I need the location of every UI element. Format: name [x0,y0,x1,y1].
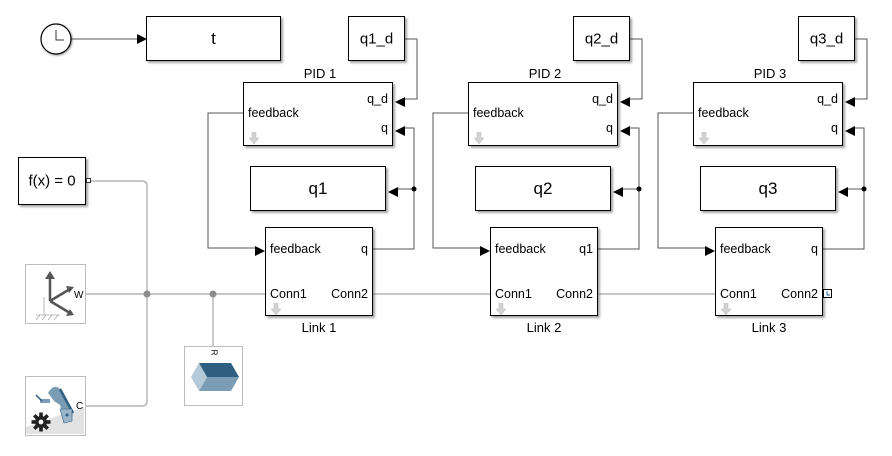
branch-point [411,186,417,192]
link-feedback-port: feedback [270,242,321,256]
mechanism-configuration-block[interactable]: C [25,376,86,436]
link-conn2-port: Conn2 [331,287,368,301]
link-conn1-port: Conn1 [720,287,757,301]
setpoint-label: q2_d [584,30,619,47]
link-title-1: Link 1 [301,320,337,335]
arrow-icon [620,123,630,141]
pid-q-port: q [606,121,613,135]
link-title-3: Link 3 [751,320,787,335]
arrow-icon [480,243,490,261]
mechconfig-port-label: C [76,401,84,412]
link-title-2: Link 2 [526,320,562,335]
world-frame-block[interactable]: W [25,264,86,324]
arrow-icon [838,184,848,202]
pid-block-3[interactable]: feedback q_d q [693,82,843,146]
link-conn2-port: Conn2 [781,287,818,301]
arrow-icon [395,123,405,141]
link-q-port: q [811,242,818,256]
world-frame-icon [35,271,74,321]
pid-q-port: q [381,121,388,135]
arrow-icon [255,243,265,261]
arrow-icon [620,94,630,112]
pid-feedback-port: feedback [473,106,524,120]
pid-title-2: PID 2 [528,66,562,81]
pid-qd-port: q_d [817,92,838,106]
solver-label: f(x) = 0 [28,172,76,190]
arrow-icon [705,243,715,261]
pid-feedback-port: feedback [248,106,299,120]
pid-q-port: q [831,121,838,135]
scope-label: q3 [758,178,778,198]
setpoint-block-3[interactable]: q3_d [798,16,855,61]
arrow-icon [845,123,855,141]
signal-feedback-pid-to-link[interactable] [207,112,256,249]
time-display-label: t [211,28,216,48]
pconn-solver[interactable] [90,180,148,294]
pid-qd-port: q_d [592,92,613,106]
scope-label: q2 [533,178,553,198]
link-conn1-port: Conn1 [270,287,307,301]
down-arrow-icon [495,302,507,316]
link-conn1-port: Conn1 [495,287,532,301]
arrow-icon [845,94,855,112]
link-conn2-port: Conn2 [556,287,593,301]
unconnected-port-icon[interactable] [823,289,832,298]
solid-brick-icon [191,363,239,391]
down-arrow-icon [270,302,282,316]
down-arrow-icon [248,131,260,145]
down-arrow-icon [720,302,732,316]
branch-point [861,186,867,192]
signal-setpoint-to-pid[interactable] [855,38,868,100]
signal-setpoint-to-pid[interactable] [630,38,643,100]
pid-qd-port: q_d [367,92,388,106]
pid-block-2[interactable]: feedback q_d q [468,82,618,146]
world-port-label: W [74,290,84,301]
pid-feedback-port: feedback [698,106,749,120]
signal-feedback-pid-to-link[interactable] [657,112,706,249]
solver-port[interactable] [86,178,91,183]
scope-display-3[interactable]: q3 [700,166,836,211]
mechanism-configuration-icon [26,386,84,434]
link-block-1[interactable]: feedback q Conn1 Conn2 [265,227,373,316]
pid-title-1: PID 1 [303,66,337,81]
solver-configuration-block[interactable]: f(x) = 0 [18,157,86,205]
branch-point [636,186,642,192]
time-display-block[interactable]: t [146,16,281,61]
down-arrow-icon [473,131,485,145]
scope-display-1[interactable]: q1 [250,166,386,211]
physical-network [86,180,716,407]
setpoint-block-2[interactable]: q2_d [573,16,630,61]
pid-title-3: PID 3 [753,66,787,81]
setpoint-label: q3_d [809,30,844,47]
link-block-3[interactable]: feedback q Conn1 Conn2 [715,227,823,316]
arrow-icon [388,184,398,202]
signal-setpoint-to-pid[interactable] [405,38,418,100]
scope-display-2[interactable]: q2 [475,166,611,211]
down-arrow-icon [698,131,710,145]
setpoint-label: q1_d [359,30,394,47]
solid-block[interactable]: R [184,346,243,406]
junction-dot [209,290,217,298]
scope-label: q1 [308,178,328,198]
link-q-port: q [361,242,368,256]
arrow-icon [613,184,623,202]
link-q-port: q1 [579,242,593,256]
link-block-2[interactable]: feedback q1 Conn1 Conn2 [490,227,598,316]
junction-dot [143,290,151,298]
link-feedback-port: feedback [720,242,771,256]
pconn-mechconfig[interactable] [86,294,148,407]
link-feedback-port: feedback [495,242,546,256]
setpoint-block-1[interactable]: q1_d [348,16,405,61]
arrow-icon [395,94,405,112]
pid-block-1[interactable]: feedback q_d q [243,82,393,146]
signal-feedback-pid-to-link[interactable] [432,112,481,249]
clock-icon[interactable] [39,22,75,58]
